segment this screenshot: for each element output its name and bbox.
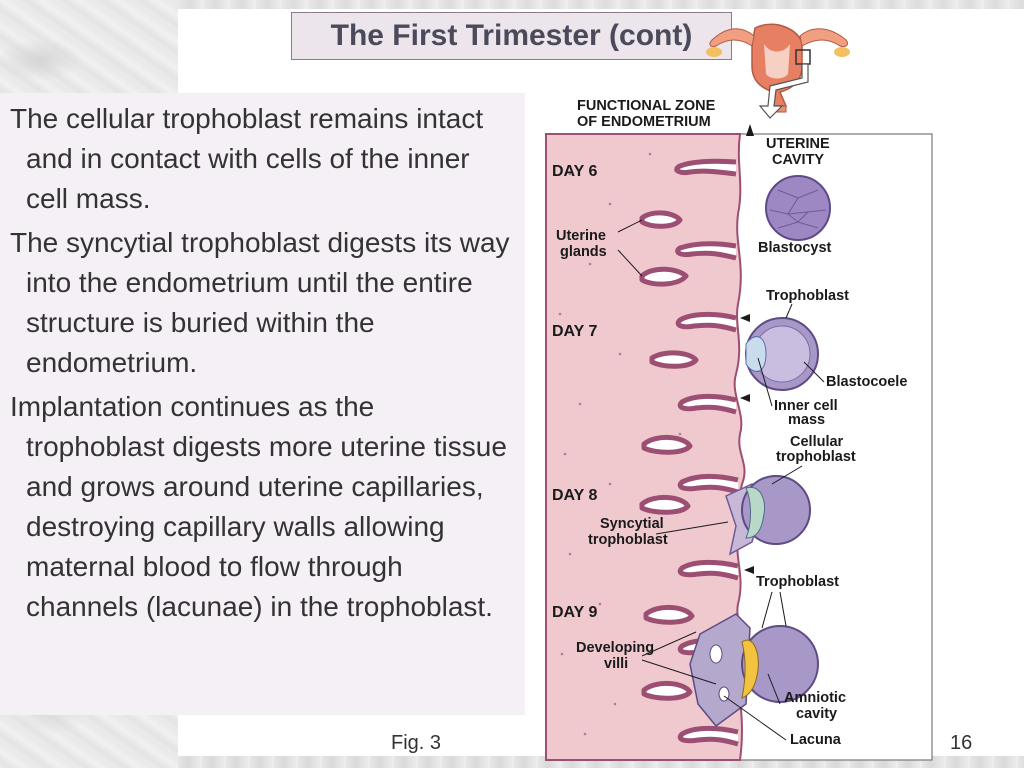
marble-background-top <box>178 0 1024 9</box>
functional-zone-label: FUNCTIONAL ZONE <box>577 98 716 114</box>
text-panel: The cellular trophoblast remains intact … <box>0 93 525 715</box>
paragraph-cellular-trophoblast: The cellular trophoblast remains intact … <box>10 103 484 214</box>
day7-blastocyst <box>745 317 819 391</box>
implantation-diagram: FUNCTIONAL ZONE OF ENDOMETRIUM <box>545 23 933 761</box>
leader-lines <box>617 219 825 741</box>
slide-title: The First Trimester (cont) <box>291 12 732 60</box>
figure-label: Fig. 3 <box>391 732 442 754</box>
paragraph-syncytial-trophoblast: The syncytial trophoblast digests its wa… <box>10 227 510 378</box>
paragraph-implantation: Implantation continues as the trophoblas… <box>10 391 507 622</box>
uterine-glands-label-1: Uterine <box>556 228 606 244</box>
uterine-cavity-label-1: UTERINE <box>766 136 830 152</box>
blastocoele-label: Blastocoele <box>826 374 907 390</box>
cellular-trophoblast-label-1: Cellular <box>790 434 844 450</box>
tissue-speckles <box>558 152 682 736</box>
day7-label: DAY 7 <box>552 323 597 340</box>
day9-blastocyst <box>689 613 819 728</box>
uterus-illustration <box>706 23 850 113</box>
uterine-cavity-label-2: CAVITY <box>772 152 824 168</box>
of-endometrium-label: OF ENDOMETRIUM <box>577 114 711 130</box>
syncytial-trophoblast-label-1: Syncytial <box>600 516 664 532</box>
page-number: 16 <box>950 732 973 754</box>
uterine-glands-label-2: glands <box>560 244 607 260</box>
developing-villi-label-2: villi <box>604 656 628 672</box>
day8-blastocyst <box>725 475 811 556</box>
day6-blastocyst <box>765 175 831 241</box>
zoom-arrow <box>758 63 809 119</box>
arrow-heads <box>740 124 754 574</box>
uterine-glands <box>639 158 739 747</box>
amniotic-cavity-label-1: Amniotic <box>784 690 846 706</box>
blastocyst-label: Blastocyst <box>758 240 832 256</box>
cellular-trophoblast-label-2: trophoblast <box>776 449 856 465</box>
day6-label: DAY 6 <box>552 163 597 180</box>
amniotic-cavity-label-2: cavity <box>796 706 837 722</box>
lacuna-label: Lacuna <box>790 732 842 748</box>
inner-cell-mass-label-1: Inner cell <box>774 398 838 414</box>
trophoblast-label-1: Trophoblast <box>766 288 849 304</box>
day9-label: DAY 9 <box>552 604 597 621</box>
developing-villi-label-1: Developing <box>576 640 654 656</box>
inner-cell-mass-label-2: mass <box>788 412 825 428</box>
trophoblast-label-2: Trophoblast <box>756 574 839 590</box>
syncytial-trophoblast-label-2: trophoblast <box>588 532 668 548</box>
day8-label: DAY 8 <box>552 487 597 504</box>
